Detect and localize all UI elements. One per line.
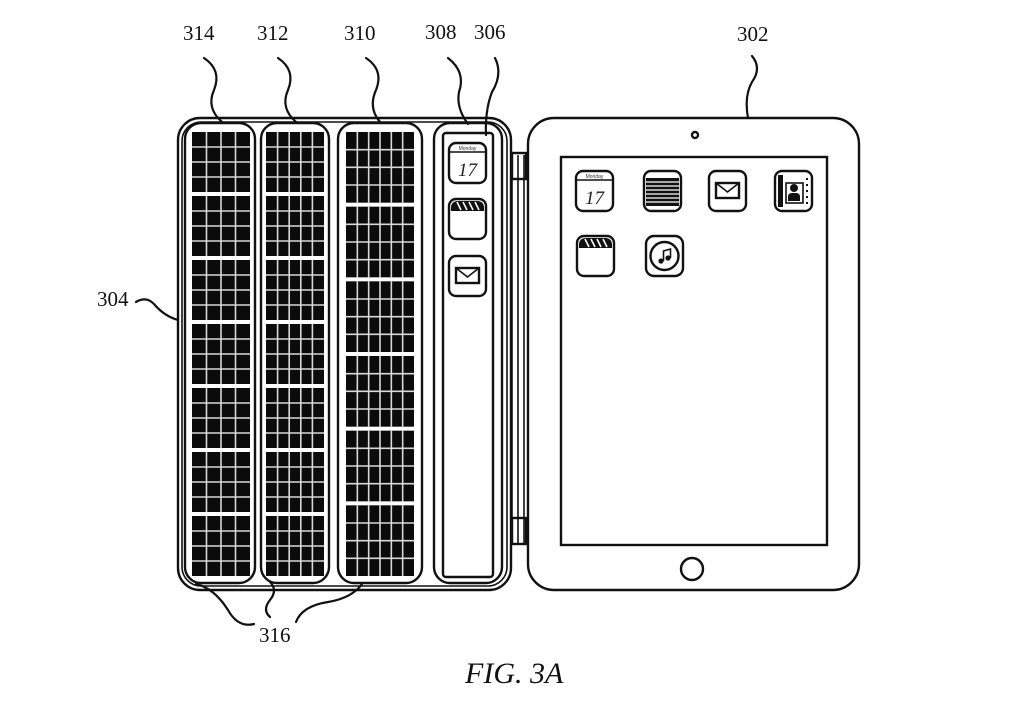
- leader-308: [446, 56, 470, 126]
- ref-label-312: 312: [257, 21, 289, 45]
- solar-panel-312: [259, 121, 331, 585]
- leader-312: [276, 56, 298, 124]
- app-panel-display-306: [441, 131, 495, 579]
- cover-inner-outline: [181, 121, 508, 587]
- tablet-302: Monday 17: [526, 116, 861, 592]
- leader-310: [364, 56, 382, 124]
- app-panel-video-clapper-icon[interactable]: [447, 197, 488, 241]
- solar-cells-310: [346, 132, 414, 576]
- leader-302: [745, 54, 759, 120]
- screen-notes-icon[interactable]: [642, 169, 683, 213]
- hinge-clip-top: [510, 151, 528, 181]
- leader-306: [484, 56, 500, 137]
- leader-314: [202, 56, 224, 124]
- figure-caption: FIG. 3A: [464, 657, 564, 690]
- screen-calendar-icon[interactable]: Monday 17: [574, 169, 615, 213]
- leader-316-a: [194, 582, 256, 626]
- panel-312-frame: [259, 121, 331, 585]
- smart-cover: Monday 17: [176, 116, 513, 592]
- leader-316-c: [294, 582, 364, 624]
- home-button[interactable]: [679, 556, 705, 582]
- ref-label-308: 308: [425, 20, 457, 44]
- front-camera: [690, 130, 700, 140]
- calendar-day-label: Monday: [459, 146, 477, 152]
- screen-music-icon[interactable]: [644, 234, 685, 278]
- tablet-body: [526, 116, 861, 592]
- hinge-clip-bottom: [510, 516, 528, 546]
- screen-video-clapper-icon[interactable]: [575, 234, 616, 278]
- app-panel-calendar-icon[interactable]: Monday 17: [447, 141, 488, 185]
- ref-label-310: 310: [344, 21, 376, 45]
- leader-316-b: [264, 580, 276, 619]
- panel-314-frame: [183, 121, 257, 585]
- ref-label-302: 302: [737, 22, 769, 46]
- calendar-date: 17: [458, 160, 479, 181]
- magnetic-hinge: [510, 151, 528, 546]
- reference-numerals: 314 312 310 308 306 302 304 316: [97, 20, 769, 647]
- screen-contacts-icon[interactable]: [773, 169, 814, 213]
- solar-cells-314: [192, 132, 250, 576]
- app-panel-308: Monday 17: [432, 121, 504, 585]
- ref-label-306: 306: [474, 20, 506, 44]
- screen-mail-icon[interactable]: [707, 169, 748, 213]
- solar-panel-314: [183, 121, 257, 585]
- leader-304: [134, 298, 180, 322]
- solar-cells-312: [266, 132, 324, 576]
- calendar-date: 17: [585, 188, 606, 209]
- app-panel-mail-icon[interactable]: [447, 254, 488, 298]
- tablet-screen: [559, 155, 829, 547]
- calendar-day-label: Monday: [586, 174, 604, 180]
- ref-label-314: 314: [183, 21, 215, 45]
- ref-label-304: 304: [97, 287, 129, 311]
- ref-label-316: 316: [259, 623, 291, 647]
- cover-outline: [176, 116, 513, 592]
- leader-lines: [134, 54, 759, 626]
- solar-panel-310: [336, 121, 424, 585]
